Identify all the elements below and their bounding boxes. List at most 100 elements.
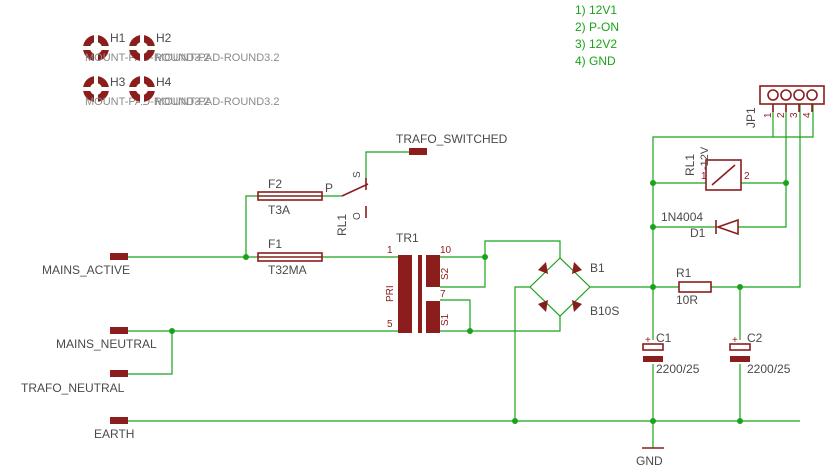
net-earth[interactable]: EARTH <box>94 417 134 441</box>
resistor-r1[interactable]: R1 10R <box>676 266 712 307</box>
header-pin-4 <box>806 89 818 101</box>
connector-pad <box>110 370 128 377</box>
connector-pad <box>110 417 128 424</box>
primary-winding-icon <box>398 255 412 333</box>
bridge-outline <box>529 257 591 317</box>
s2-label: S2 <box>440 267 451 280</box>
part-name: RL1 <box>335 214 349 236</box>
pin-number: 1 <box>763 112 774 118</box>
note-gnd: 4) GND <box>575 54 616 68</box>
note-p-on: 2) P-ON <box>575 20 619 34</box>
hole-name: H2 <box>156 31 172 45</box>
part-name: C1 <box>656 331 672 345</box>
part-name: TR1 <box>396 231 419 245</box>
secondary-leads <box>440 256 452 332</box>
hole-name: H3 <box>110 75 126 89</box>
capacitor-c2[interactable]: + C2 2200/25 <box>729 331 791 376</box>
pin-number: 4 <box>802 112 813 118</box>
relay-switch-rl1[interactable]: P S O RL1 <box>325 171 369 236</box>
polarity-plus: + <box>645 335 651 346</box>
net-label: TRAFO_NEUTRAL <box>21 381 125 395</box>
pin-number: 3 <box>789 112 800 118</box>
junctions <box>169 180 789 424</box>
part-value: 10R <box>676 293 698 307</box>
part-name: RL1 <box>683 154 697 176</box>
part-value: 1N4004 <box>661 210 703 224</box>
net-mains-active[interactable]: MAINS_ACTIVE <box>42 253 130 277</box>
pin-number: 2 <box>776 112 787 118</box>
connector-pad <box>409 148 427 155</box>
pin-label: 1 <box>701 171 707 182</box>
header-pin-3 <box>793 89 805 101</box>
part-name: R1 <box>676 266 692 280</box>
hole-name: H1 <box>110 31 126 45</box>
switch-o-label: O <box>352 212 363 220</box>
pin-label: 1 <box>387 245 393 256</box>
part-value: T3A <box>268 203 290 217</box>
mount-pad-icon <box>81 33 111 63</box>
part-value: B10S <box>590 304 619 318</box>
net-mains-neutral[interactable]: MAINS_NEUTRAL <box>56 327 157 351</box>
capacitor-plate-neg <box>730 356 750 362</box>
s1-label: S1 <box>440 313 451 326</box>
part-name: B1 <box>590 261 605 275</box>
note-12v1: 1) 12V1 <box>575 3 617 17</box>
capacitor-plate-pos <box>729 343 751 351</box>
capacitor-plate-neg <box>643 356 663 362</box>
part-name: JP1 <box>744 107 758 128</box>
mount-pad-icon <box>127 33 157 63</box>
diode-icon <box>715 218 739 236</box>
transformer-tr1[interactable]: TR1 1 5 10 7 PRI S1 S2 <box>385 231 452 333</box>
part-value: T32MA <box>268 263 307 277</box>
mount-pad-icon <box>81 74 111 104</box>
hole-value: MOUNT-PAD-ROUND3.2 <box>155 96 279 108</box>
diode-icon <box>538 262 582 312</box>
mount-hole-h3[interactable]: MOUNT-PAD-ROUND3.2 H3 <box>81 74 209 108</box>
part-name: F2 <box>268 177 282 191</box>
hole-value: MOUNT-PAD-ROUND3.2 <box>85 96 209 108</box>
net-label: TRAFO_SWITCHED <box>396 132 508 146</box>
capacitor-c1[interactable]: + C1 2200/25 <box>642 331 700 376</box>
secondary-s2-icon <box>426 255 440 287</box>
switch-s-label: S <box>352 171 363 178</box>
relay-coil-rl1[interactable]: 1 2 RL1 -12V <box>683 146 750 191</box>
connector-pad <box>110 253 128 260</box>
fuse-f1[interactable]: F1 T32MA <box>257 237 323 277</box>
hole-value: MOUNT-PAD-ROUND3.2 <box>155 52 279 64</box>
pin-notes: 1) 12V1 2) P-ON 3) 12V2 4) GND <box>575 3 619 68</box>
header-jp1[interactable]: 1 2 3 4 JP1 <box>744 85 825 128</box>
net-trafo-neutral[interactable]: TRAFO_NEUTRAL <box>21 370 128 395</box>
switch-p-label: P <box>325 181 333 195</box>
polarity-plus: + <box>732 335 738 346</box>
resistor-icon <box>678 281 712 293</box>
pin-label: 2 <box>744 171 750 182</box>
part-value: 2200/25 <box>656 362 700 376</box>
pin-label: 10 <box>440 245 452 256</box>
secondary-s1-icon <box>426 301 440 333</box>
net-trafo-switched[interactable]: TRAFO_SWITCHED <box>396 132 508 155</box>
capacitor-plate-pos <box>642 343 664 351</box>
part-name: C2 <box>747 331 763 345</box>
fuse-f2[interactable]: F2 T3A <box>257 177 323 217</box>
gnd-symbol[interactable]: GND <box>636 447 664 468</box>
part-name: D1 <box>690 226 706 240</box>
mount-hole-h4[interactable]: MOUNT-PAD-ROUND3.2 H4 <box>127 74 279 108</box>
net-label: EARTH <box>94 427 134 441</box>
bridge-rectifier-b1[interactable]: B1 B10S <box>529 257 619 318</box>
hole-name: H4 <box>156 75 172 89</box>
part-name: F1 <box>268 237 282 251</box>
net-label: MAINS_ACTIVE <box>42 263 130 277</box>
part-value: -12V <box>699 146 711 170</box>
part-value: 2200/25 <box>747 362 791 376</box>
header-pin-2 <box>780 89 792 101</box>
net-label: MAINS_NEUTRAL <box>56 337 157 351</box>
pin-label: 7 <box>440 289 446 300</box>
coil-icon <box>705 159 742 191</box>
switch-contact-icon <box>341 183 369 197</box>
core-icon <box>418 255 422 333</box>
header-leads <box>772 104 813 112</box>
mount-hole-h2[interactable]: MOUNT-PAD-ROUND3.2 H2 <box>127 31 279 64</box>
pri-label: PRI <box>385 285 396 302</box>
net-label: GND <box>636 454 663 468</box>
diode-d1[interactable]: 1N4004 D1 <box>661 210 739 240</box>
